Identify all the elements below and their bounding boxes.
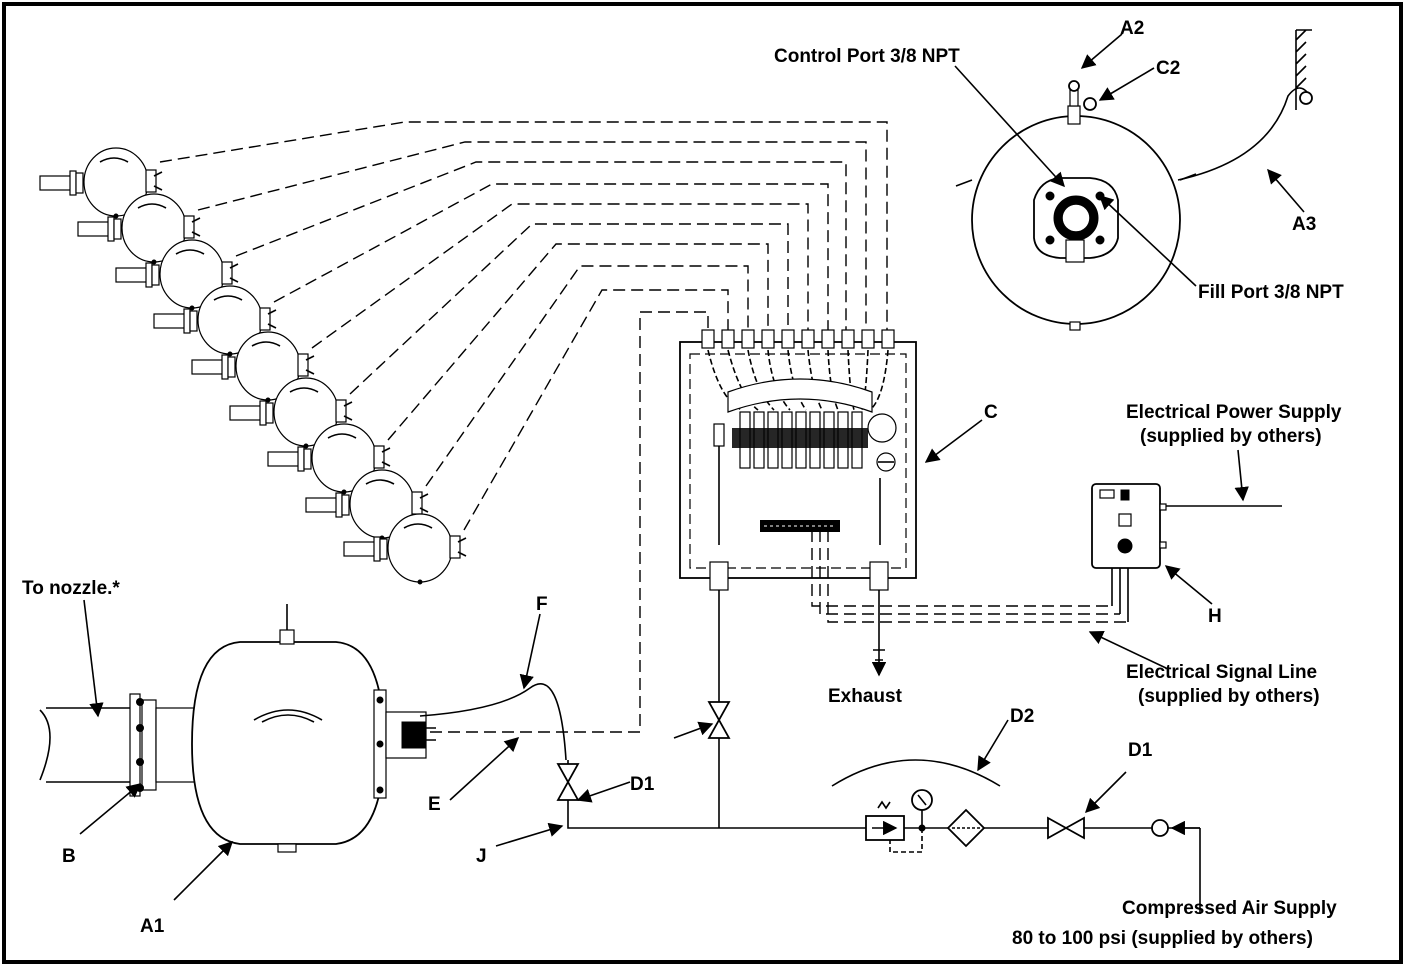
tank-side-view-icon bbox=[955, 29, 1313, 331]
f-label: F bbox=[536, 594, 548, 615]
a3-label: A3 bbox=[1292, 214, 1316, 235]
control-lines bbox=[159, 121, 888, 733]
leader-arrows bbox=[79, 33, 1305, 901]
a2-label: A2 bbox=[1120, 18, 1144, 39]
air-supply-label-2: 80 to 100 psi (supplied by others) bbox=[1012, 928, 1313, 949]
power-supply-label-1: Electrical Power Supply bbox=[1126, 402, 1342, 423]
control-port-label: Control Port 3/8 NPT bbox=[774, 46, 960, 67]
d1-left-label: D1 bbox=[630, 774, 655, 795]
c-label: C bbox=[984, 402, 998, 423]
signal-line-label-1: Electrical Signal Line bbox=[1126, 662, 1317, 683]
e-label: E bbox=[428, 794, 441, 815]
exhaust-label: Exhaust bbox=[828, 686, 903, 707]
signal-line-label-2: (supplied by others) bbox=[1138, 686, 1320, 707]
j-label: J bbox=[476, 846, 487, 867]
power-supply-label-2: (supplied by others) bbox=[1140, 426, 1322, 447]
filter-regulator-icon bbox=[831, 759, 1001, 853]
air-supply-label-1: Compressed Air Supply bbox=[1122, 898, 1337, 919]
electrical-box-icon bbox=[1091, 483, 1167, 622]
c2-label: C2 bbox=[1156, 58, 1180, 79]
h-label: H bbox=[1208, 606, 1222, 627]
fill-port-label: Fill Port 3/8 NPT bbox=[1198, 282, 1344, 303]
b-label: B bbox=[62, 846, 76, 867]
a1-label: A1 bbox=[140, 916, 165, 937]
air-supply-fitting-icon bbox=[1151, 819, 1169, 837]
to-nozzle-label: To nozzle.* bbox=[22, 578, 120, 599]
hose-f bbox=[419, 683, 567, 761]
d2-label: D2 bbox=[1010, 706, 1034, 727]
electrical-signal-line bbox=[811, 530, 1128, 623]
air-cannon-bank bbox=[39, 147, 467, 585]
air-cannon-tank-icon bbox=[39, 604, 436, 853]
valve-icon bbox=[556, 701, 1085, 840]
d1-right-label: D1 bbox=[1128, 740, 1153, 761]
control-panel-icon bbox=[679, 329, 917, 591]
